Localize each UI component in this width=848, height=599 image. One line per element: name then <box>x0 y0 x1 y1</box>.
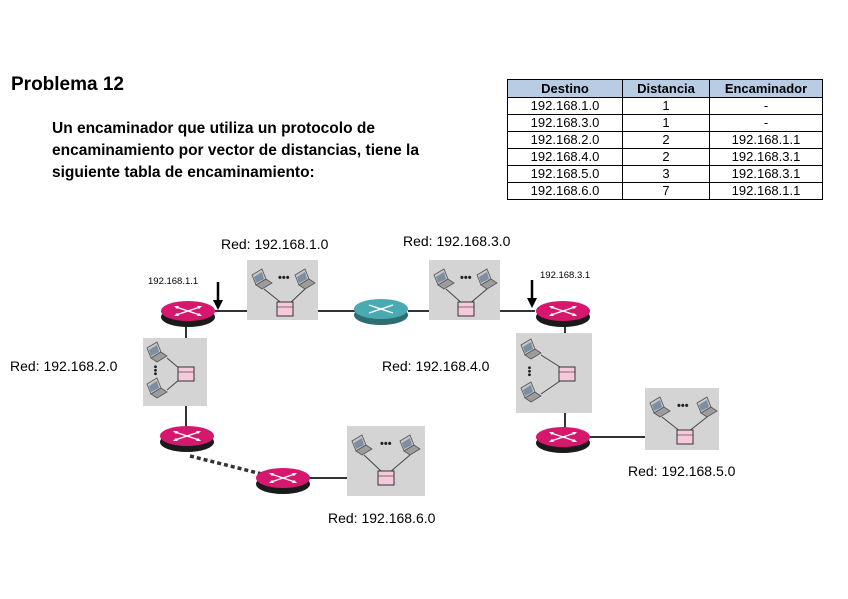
network-label-net3: Red: 192.168.3.0 <box>403 233 511 249</box>
problem-description: Un encaminador que utiliza un protocolo … <box>52 120 419 181</box>
network-label-net1: Red: 192.168.1.0 <box>221 236 329 252</box>
router-r5 <box>255 467 311 495</box>
table-header-row: Destino Distancia Encaminador <box>507 79 823 98</box>
network-label-net2: Red: 192.168.2.0 <box>10 358 118 374</box>
lan-net4: ••• <box>516 333 592 413</box>
table-cell: 7 <box>622 182 710 200</box>
table-row: 192.168.4.0 2 192.168.3.1 <box>507 148 823 166</box>
router-main <box>353 298 409 326</box>
routing-table: Destino Distancia Encaminador 192.168.1.… <box>507 79 823 200</box>
svg-text:•••: ••• <box>523 366 534 377</box>
router-r2 <box>535 300 591 328</box>
table-cell: 192.168.6.0 <box>507 182 623 200</box>
lan-net1: ••• <box>247 260 318 320</box>
problem-title: Problema 12 <box>11 74 124 95</box>
lan-net6: ••• <box>347 426 425 496</box>
router-r4 <box>535 426 591 454</box>
svg-text:•••: ••• <box>380 438 392 450</box>
lan-net3: ••• <box>429 260 500 320</box>
svg-text:•••: ••• <box>149 365 160 376</box>
arrow-down-icon <box>527 280 537 308</box>
table-cell: 192.168.1.1 <box>709 131 823 149</box>
links <box>185 310 678 479</box>
arrow-down-icon <box>213 282 223 310</box>
table-cell: 192.168.1.1 <box>709 182 823 200</box>
router-r3 <box>159 425 215 453</box>
table-row: 192.168.1.0 1 - <box>507 97 823 115</box>
network-label-net4: Red: 192.168.4.0 <box>382 358 490 374</box>
network-label-net6: Red: 192.168.6.0 <box>328 510 436 526</box>
lan-net5: ••• <box>645 388 719 450</box>
col-destino: Destino <box>507 79 623 98</box>
router-r1 <box>160 300 216 328</box>
table-row: 192.168.6.0 7 192.168.1.1 <box>507 182 823 200</box>
network-label-net5: Red: 192.168.5.0 <box>628 463 736 479</box>
svg-text:•••: ••• <box>278 272 290 284</box>
interface-label-left: 192.168.1.1 <box>148 276 199 287</box>
link-r3-r5-dashed <box>189 454 263 476</box>
table-row: 192.168.2.0 2 192.168.1.1 <box>507 131 823 149</box>
svg-text:•••: ••• <box>460 272 472 284</box>
table-cell: 192.168.3.1 <box>709 148 823 166</box>
lan-net2: ••• <box>143 338 207 406</box>
interface-label-right: 192.168.3.1 <box>540 270 591 281</box>
col-distancia: Distancia <box>622 79 710 98</box>
svg-text:•••: ••• <box>677 400 689 412</box>
